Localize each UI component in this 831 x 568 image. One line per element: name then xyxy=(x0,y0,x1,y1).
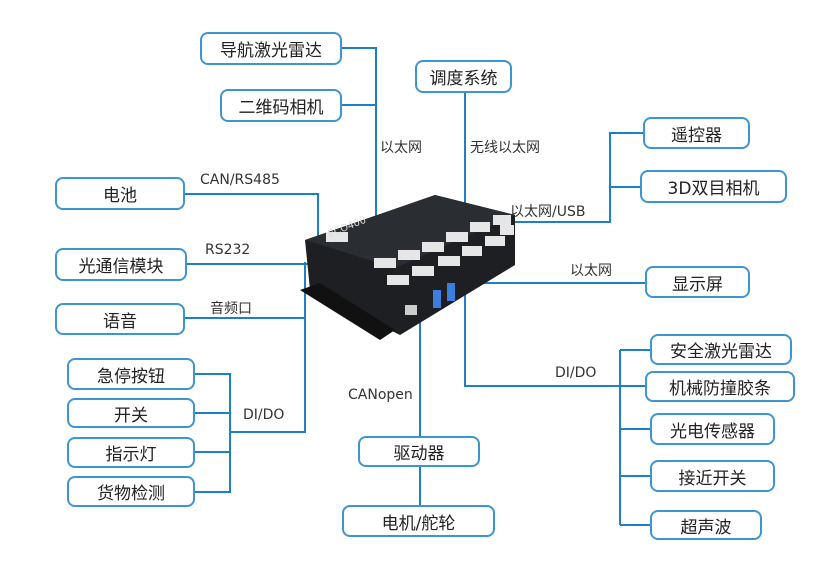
nav-lidar-box: 导航激光雷达 xyxy=(200,32,342,65)
stereo-camera-box: 3D双目相机 xyxy=(640,170,787,203)
canopen-label: CANopen xyxy=(348,387,413,403)
proximity-switch-box: 接近开关 xyxy=(650,460,775,492)
audio-port-label: 音频口 xyxy=(210,301,252,317)
left-dido-label: DI/DO xyxy=(243,407,285,423)
voice-box: 语音 xyxy=(55,303,185,335)
right-dido-label: DI/DO xyxy=(555,365,597,381)
rs232-label: RS232 xyxy=(205,242,251,258)
can-rs485-label: CAN/RS485 xyxy=(200,172,280,188)
wireless-ethernet-label: 无线以太网 xyxy=(470,140,540,156)
estop-button-box: 急停按钮 xyxy=(67,358,195,390)
switch-box: 开关 xyxy=(67,398,195,428)
display-ethernet-label: 以太网 xyxy=(570,263,612,279)
optical-comm-box: 光通信模块 xyxy=(55,248,187,281)
controller-device-image xyxy=(300,195,515,340)
display-box: 显示屏 xyxy=(645,266,750,298)
dispatch-system-box: 调度系统 xyxy=(415,60,512,93)
indicator-box: 指示灯 xyxy=(67,437,195,468)
driver-box: 驱动器 xyxy=(358,436,480,467)
motor-wheel-box: 电机/舵轮 xyxy=(342,505,495,537)
safety-lidar-box: 安全激光雷达 xyxy=(650,334,792,365)
remote-control-box: 遥控器 xyxy=(643,117,750,149)
qr-camera-box: 二维码相机 xyxy=(220,89,342,122)
ethernet-usb-label: 以太网/USB xyxy=(510,204,586,220)
ethernet-label: 以太网 xyxy=(380,140,422,156)
cargo-detection-box: 货物检测 xyxy=(67,476,195,507)
battery-box: 电池 xyxy=(55,177,185,210)
ultrasonic-box: 超声波 xyxy=(650,510,762,540)
photo-sensor-box: 光电传感器 xyxy=(650,413,775,445)
bumper-strip-box: 机械防撞胶条 xyxy=(645,371,795,402)
